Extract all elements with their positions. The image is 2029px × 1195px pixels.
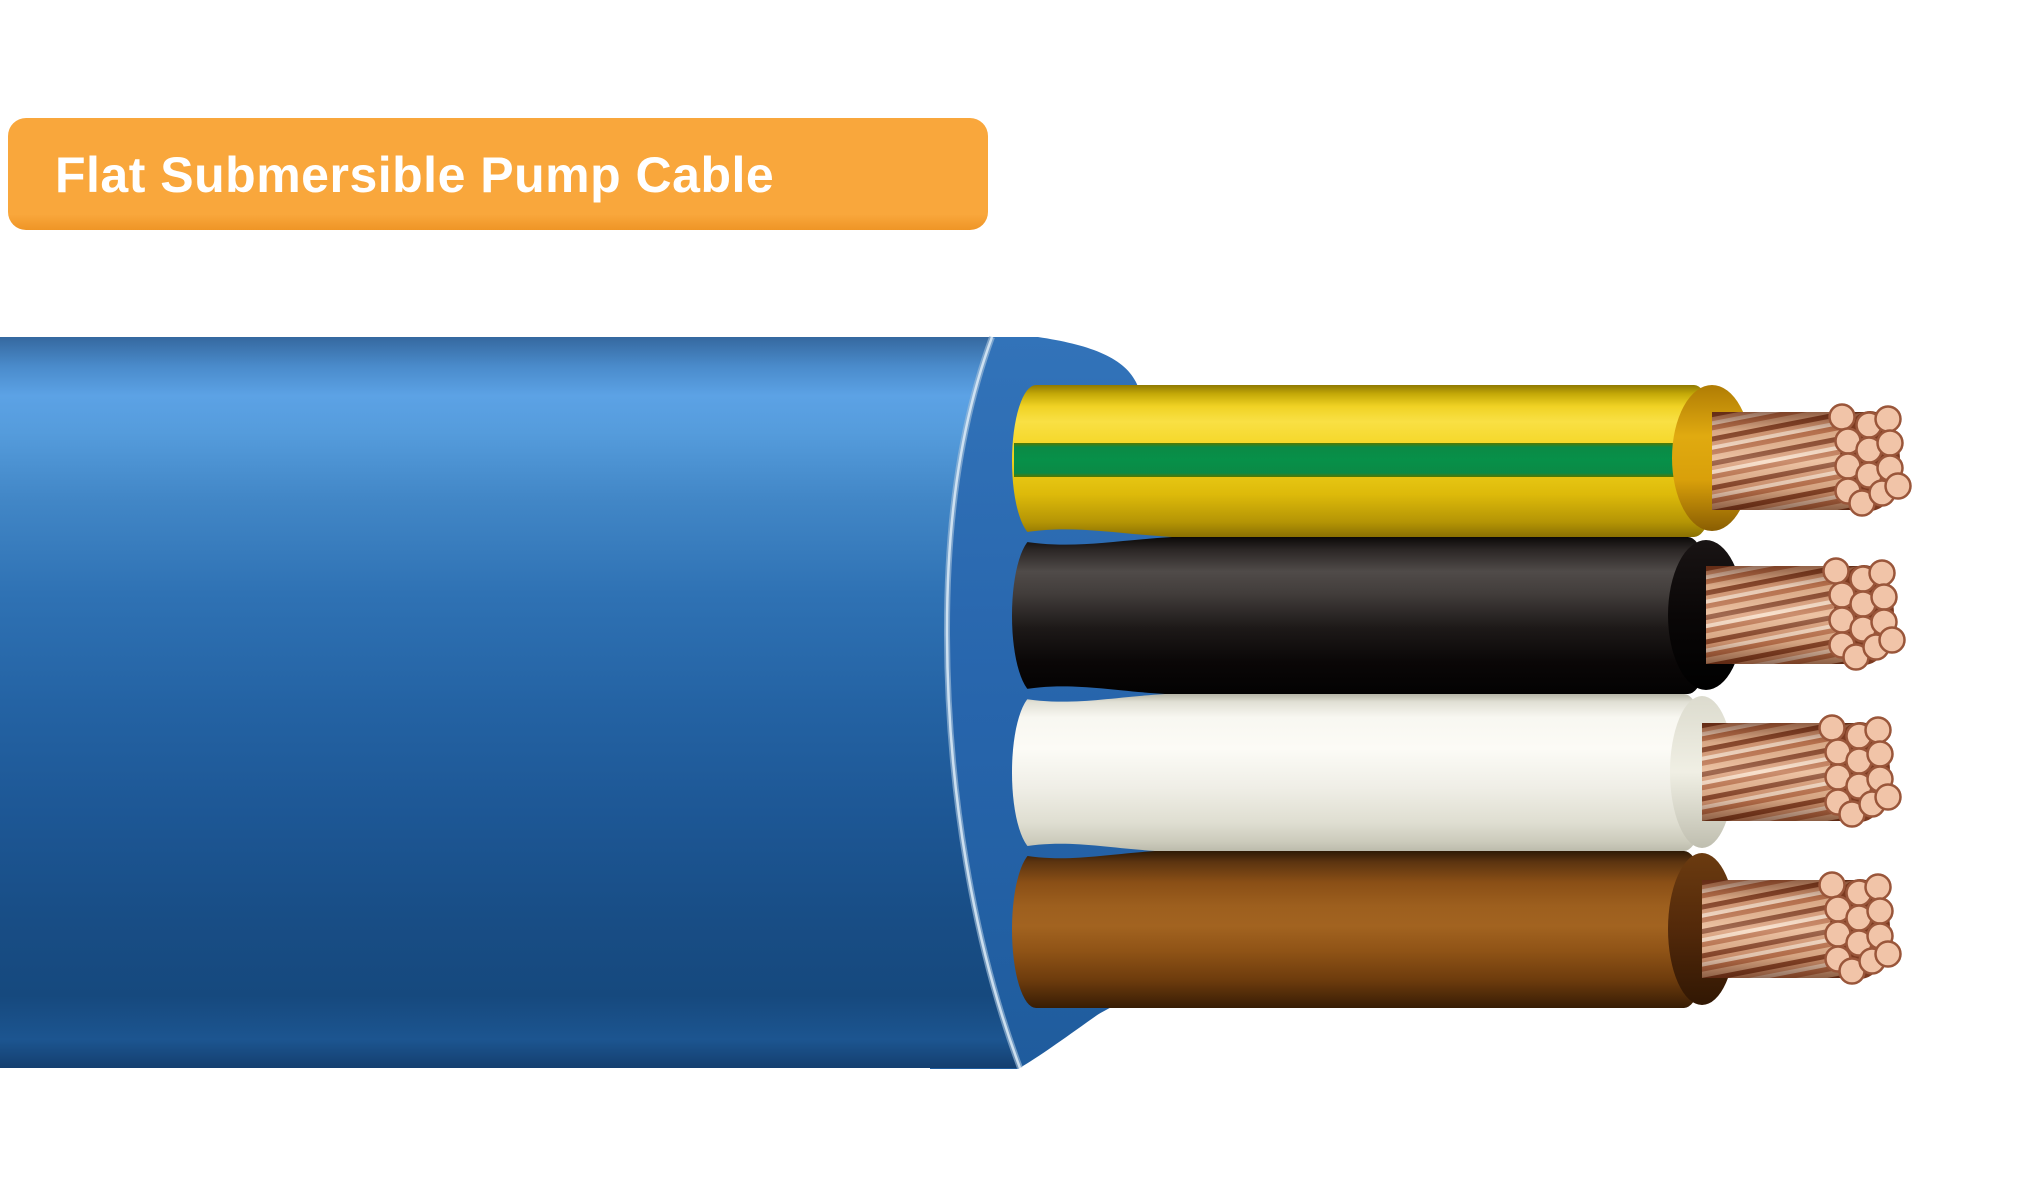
conductor-brown	[1012, 851, 1708, 1008]
title-badge-label: Flat Submersible Pump Cable	[55, 147, 774, 203]
conductor-white	[1012, 694, 1708, 851]
earth-green-stripe	[1014, 443, 1690, 477]
flat-cable	[0, 335, 1912, 1070]
conductor-black	[1012, 537, 1712, 694]
conductor-yellow-green	[1012, 385, 1718, 537]
title-badge: Flat Submersible Pump Cable	[8, 118, 988, 230]
title-badge-background	[8, 118, 988, 230]
sheath-cut-highlight-inner	[945, 336, 1022, 1069]
outer-sheath	[0, 337, 1020, 1068]
sheath-cusps	[1002, 529, 1172, 859]
